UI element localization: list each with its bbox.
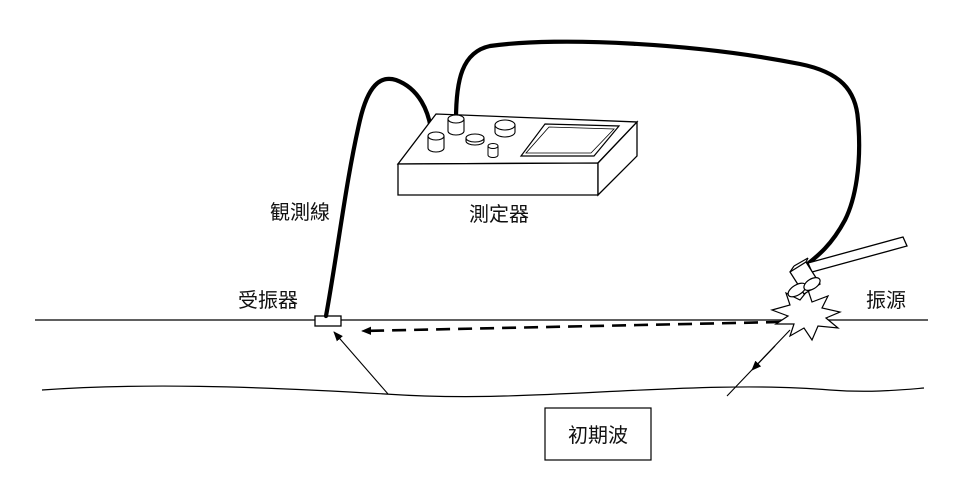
- flat-dial: [465, 133, 485, 146]
- connector-knob-left: [427, 131, 445, 153]
- connector-knob-right: [447, 114, 465, 136]
- impact-burst-icon: [770, 288, 842, 342]
- receiver-cable: [323, 76, 435, 319]
- measuring-instrument-icon: [396, 113, 639, 197]
- first-wave-label-box: 初期波: [544, 407, 652, 461]
- round-dial: [494, 119, 516, 138]
- sledgehammer-icon: [787, 236, 908, 298]
- instrument-label: 測定器: [469, 202, 529, 226]
- refracted-ray-down-arrow: [751, 345, 776, 371]
- first-wave-label: 初期波: [568, 423, 628, 447]
- cable-label: 観測線: [270, 200, 330, 224]
- small-knob: [487, 143, 499, 158]
- receiver-label: 受振器: [238, 288, 298, 312]
- instrument-screen: [519, 123, 621, 157]
- refracted-ray-up: [333, 331, 389, 395]
- source-label: 振源: [866, 288, 906, 312]
- source-cable: [453, 39, 862, 273]
- direct-wave-arrow: [361, 320, 781, 335]
- layer-boundary-line: [41, 385, 925, 398]
- geophone-icon: [314, 315, 342, 327]
